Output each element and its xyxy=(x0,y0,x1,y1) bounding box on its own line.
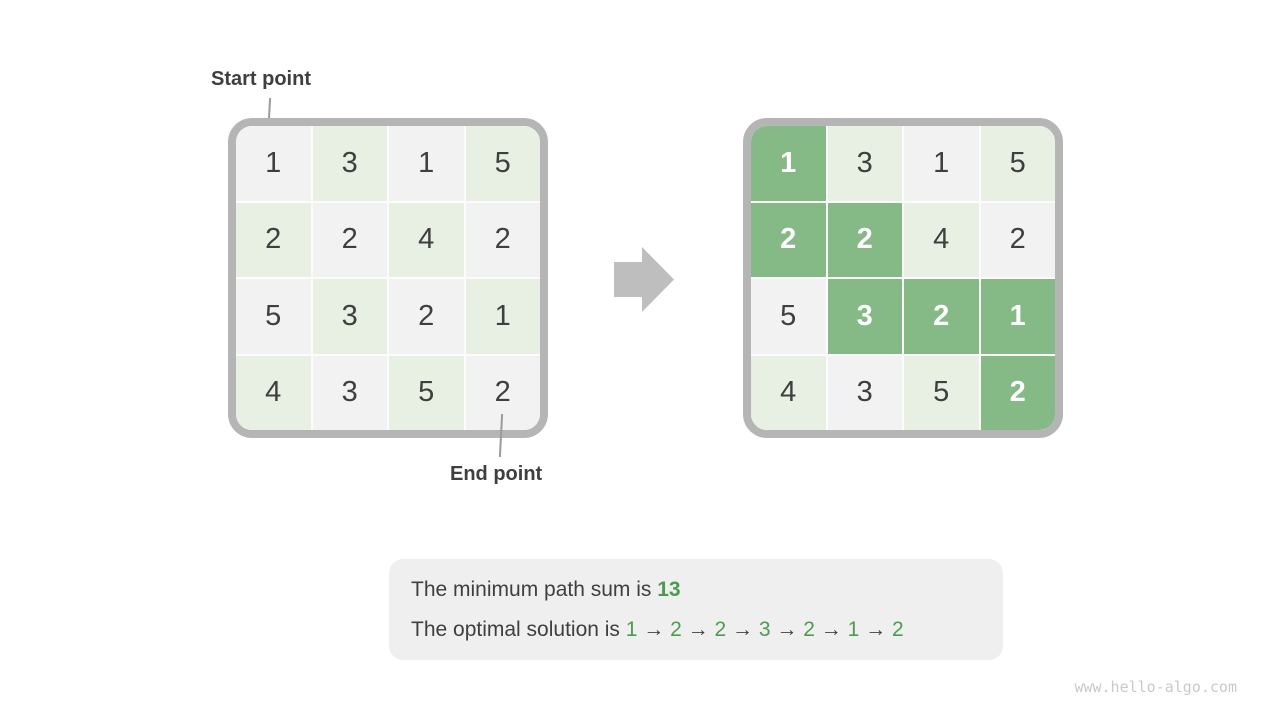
grid-cell-r2c2: 2 xyxy=(389,279,464,354)
path-step: 2 xyxy=(891,618,904,641)
path-arrow: → xyxy=(681,618,715,641)
path-arrow: → xyxy=(637,618,671,641)
summary-box: The minimum path sum is 13 The optimal s… xyxy=(389,559,1003,660)
grid-cell-r1c2: 4 xyxy=(389,202,464,277)
grid-cell-r2c0: 5 xyxy=(751,279,826,354)
grid-cell-r2c1: 3 xyxy=(827,279,902,354)
watermark: www.hello-algo.com xyxy=(1074,678,1237,696)
grid-cell-r0c0: 1 xyxy=(236,126,311,201)
grid-cell-r3c0: 4 xyxy=(751,355,826,430)
grid-cell-r0c1: 3 xyxy=(827,126,902,201)
grid-cell-r2c0: 5 xyxy=(236,279,311,354)
min-path-sum-value: 13 xyxy=(657,578,681,601)
path-arrow: → xyxy=(770,618,804,641)
grid-cell-r1c0: 2 xyxy=(236,202,311,277)
grid-cell-r0c2: 1 xyxy=(904,126,979,201)
grid-cell-r3c0: 4 xyxy=(236,355,311,430)
optimal-solution-sequence: 1 → 2 → 2 → 3 → 2 → 1 → 2 xyxy=(626,618,904,641)
start-point-label: Start point xyxy=(211,68,311,90)
min-path-sum-line: The minimum path sum is 13 xyxy=(411,570,1003,610)
grid-cell-r1c0: 2 xyxy=(751,202,826,277)
grid-cell-r2c1: 3 xyxy=(312,279,387,354)
grid-cell-r0c0: 1 xyxy=(751,126,826,201)
grid-cell-r0c1: 3 xyxy=(312,126,387,201)
right-arrow-icon xyxy=(614,247,674,312)
grid-cell-r2c2: 2 xyxy=(904,279,979,354)
path-arrow: → xyxy=(859,618,892,641)
grid-cell-r3c2: 5 xyxy=(389,355,464,430)
path-step: 3 xyxy=(758,618,771,641)
path-step: 1 xyxy=(847,618,860,641)
path-step: 2 xyxy=(803,618,815,641)
grid-cell-r2c3: 1 xyxy=(980,279,1055,354)
optimal-solution-text: The optimal solution is xyxy=(411,618,626,641)
grid-cell-r1c3: 2 xyxy=(465,202,540,277)
min-path-sum-text: The minimum path sum is xyxy=(411,578,658,601)
path-step: 2 xyxy=(714,618,727,641)
grid-cell-r0c3: 5 xyxy=(980,126,1055,201)
end-point-label: End point xyxy=(450,463,543,485)
grid-cell-r1c1: 2 xyxy=(312,202,387,277)
grid-cell-r0c2: 1 xyxy=(389,126,464,201)
grid-cell-r1c1: 2 xyxy=(827,202,902,277)
grid-cell-r3c1: 3 xyxy=(312,355,387,430)
path-step: 2 xyxy=(670,618,682,641)
grid-cell-r3c2: 5 xyxy=(904,355,979,430)
grid-cell-r0c3: 5 xyxy=(465,126,540,201)
grid-cell-r1c3: 2 xyxy=(980,202,1055,277)
path-arrow: → xyxy=(726,618,759,641)
grid-cell-r3c3: 2 xyxy=(980,355,1055,430)
optimal-solution-line: The optimal solution is 1 → 2 → 2 → 3 → … xyxy=(411,610,1003,650)
grid-cell-r3c1: 3 xyxy=(827,355,902,430)
grid-cell-r1c2: 4 xyxy=(904,202,979,277)
path-arrow: → xyxy=(814,618,848,641)
path-step: 1 xyxy=(625,618,638,641)
grid-cell-r2c3: 1 xyxy=(465,279,540,354)
